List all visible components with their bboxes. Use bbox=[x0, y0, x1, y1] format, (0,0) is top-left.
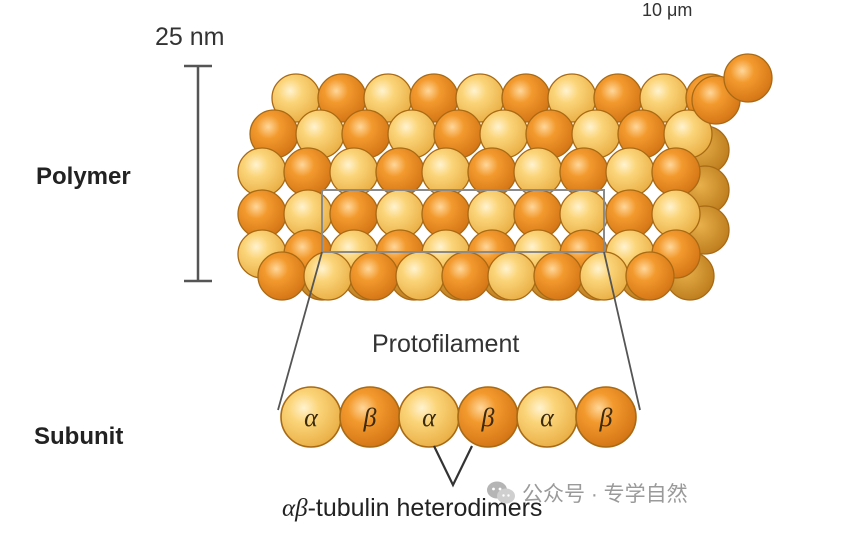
microtubule-polymer bbox=[237, 53, 773, 301]
beta-subunit bbox=[575, 386, 637, 448]
scale-bar bbox=[184, 64, 212, 283]
alpha-tubulin-ball bbox=[579, 251, 629, 301]
beta-tubulin-ball bbox=[375, 147, 425, 197]
zoom-lines bbox=[277, 251, 641, 411]
beta-tubulin-ball bbox=[441, 251, 491, 301]
alpha-subunit-symbol: α bbox=[422, 403, 437, 432]
beta-tubulin-ball bbox=[349, 251, 399, 301]
watermark-text: 公众号 · 专学自然 bbox=[522, 483, 688, 506]
beta-tubulin-ball bbox=[625, 251, 675, 301]
heterodimer-alpha-symbol: α bbox=[282, 495, 296, 522]
alpha-tubulin-ball bbox=[395, 251, 445, 301]
beta-tubulin-ball bbox=[467, 147, 517, 197]
alpha-tubulin-ball bbox=[237, 147, 287, 197]
alpha-tubulin-ball bbox=[329, 147, 379, 197]
heterodimer-beta-symbol: β bbox=[295, 495, 308, 522]
alpha-subunit-symbol: α bbox=[304, 403, 319, 432]
alpha-tubulin-ball bbox=[513, 147, 563, 197]
heterodimer-pointer bbox=[433, 445, 473, 488]
beta-subunit-symbol: β bbox=[363, 403, 377, 432]
alpha-subunit-symbol: α bbox=[540, 403, 555, 432]
beta-tubulin-ball bbox=[559, 147, 609, 197]
beta-tubulin-ball bbox=[723, 53, 773, 103]
beta-tubulin-ball bbox=[533, 251, 583, 301]
alpha-tubulin-ball bbox=[605, 147, 655, 197]
beta-tubulin-ball bbox=[257, 251, 307, 301]
watermark: 公众号 · 专学自然 bbox=[486, 478, 688, 508]
beta-tubulin-ball bbox=[651, 147, 701, 197]
beta-subunit-symbol: β bbox=[481, 403, 495, 432]
scale-label: 25 nm bbox=[155, 23, 225, 51]
protofilament-highlight-box bbox=[321, 189, 605, 253]
subunit-label: Subunit bbox=[34, 423, 124, 450]
beta-tubulin-ball bbox=[283, 147, 333, 197]
top-cut-label: 10 μm bbox=[642, 0, 693, 20]
alpha-tubulin-ball bbox=[421, 147, 471, 197]
polymer-label: Polymer bbox=[36, 163, 131, 190]
alpha-tubulin-ball bbox=[487, 251, 537, 301]
protofilament-label: Protofilament bbox=[372, 330, 520, 358]
beta-subunit-symbol: β bbox=[599, 403, 613, 432]
wechat-icon bbox=[487, 481, 515, 504]
